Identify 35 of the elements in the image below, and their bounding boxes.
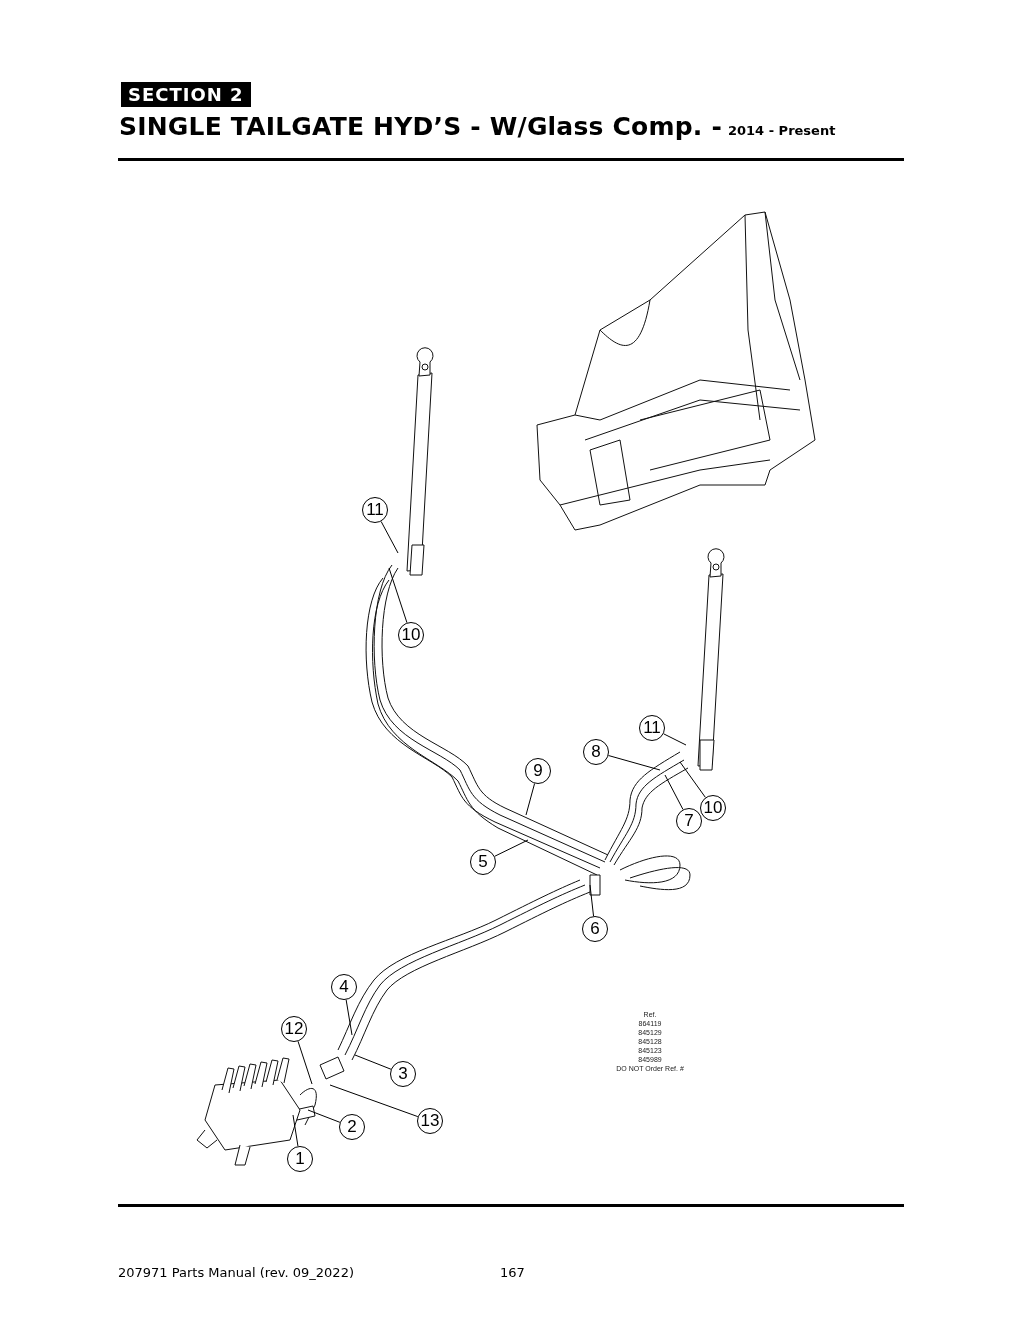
leader-line bbox=[380, 520, 399, 554]
leader-line bbox=[388, 567, 408, 624]
callout-number: 4 bbox=[331, 974, 357, 1000]
page-title: SINGLE TAILGATE HYD’S - W/Glass Comp. - bbox=[119, 112, 722, 141]
page-number: 167 bbox=[500, 1265, 525, 1280]
callout-number: 11 bbox=[639, 715, 665, 741]
leader-line bbox=[297, 1040, 313, 1085]
leader-line bbox=[307, 1109, 341, 1123]
leader-line bbox=[679, 761, 706, 798]
callout-number: 7 bbox=[676, 808, 702, 834]
callout-number: 8 bbox=[583, 739, 609, 765]
leader-line bbox=[292, 1114, 299, 1147]
callout-number: 2 bbox=[339, 1114, 365, 1140]
callout-number: 9 bbox=[525, 758, 551, 784]
callout-number: 12 bbox=[281, 1016, 307, 1042]
callout-number: 1 bbox=[287, 1146, 313, 1172]
leader-line bbox=[345, 999, 353, 1036]
section-tag: SECTION 2 bbox=[121, 82, 251, 107]
leader-line bbox=[494, 839, 529, 857]
footer-text: 207971 Parts Manual (rev. 09_2022) bbox=[118, 1265, 354, 1280]
leader-line bbox=[354, 1054, 392, 1070]
callout-number: 11 bbox=[362, 497, 388, 523]
leader-line bbox=[608, 755, 661, 771]
leader-line bbox=[664, 774, 684, 810]
callout-number: 10 bbox=[398, 622, 424, 648]
callout-number: 5 bbox=[470, 849, 496, 875]
leader-line bbox=[589, 884, 595, 917]
callout-number: 3 bbox=[390, 1061, 416, 1087]
leader-line bbox=[663, 733, 687, 746]
year-range: 2014 - Present bbox=[727, 123, 836, 138]
callout-number: 6 bbox=[582, 916, 608, 942]
leader-line bbox=[329, 1084, 419, 1118]
callout-number: 13 bbox=[417, 1108, 443, 1134]
callout-number: 10 bbox=[700, 795, 726, 821]
leader-line bbox=[525, 783, 536, 816]
